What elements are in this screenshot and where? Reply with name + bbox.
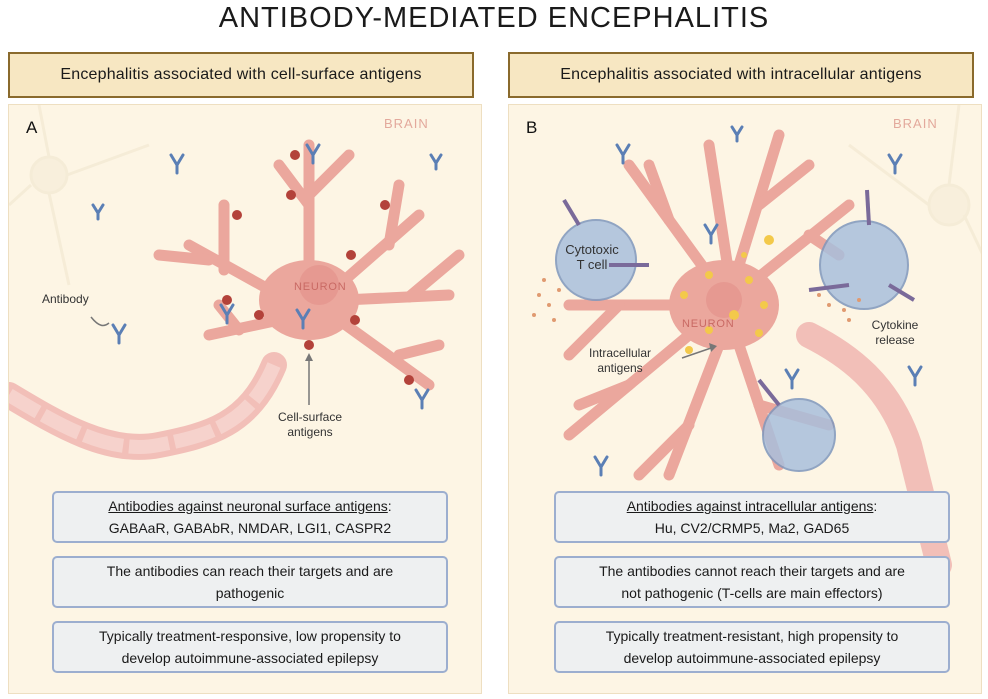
- panel-b-box2-line2: not pathogenic (T-cells are main effecto…: [621, 585, 883, 601]
- background-neuron: [848, 105, 981, 255]
- panel-b-box3-line1: Typically treatment-resistant, high prop…: [605, 628, 899, 644]
- intracellular-antigen-arrowhead: [709, 343, 717, 352]
- cytotoxic-t-cell-bottom: [762, 398, 836, 472]
- cytotoxic-t-cell-right: [819, 220, 909, 310]
- panel-a-box1-list: GABAaR, GABAbR, NMDAR, LGI1, CASPR2: [108, 520, 392, 536]
- cytotoxic-t-cell-left: [555, 219, 637, 301]
- cytokine-release-label: Cytokine release: [855, 318, 935, 348]
- panel-b-header: Encephalitis associated with intracellul…: [508, 52, 974, 98]
- panel-a-antibodies-box: Antibodies against neuronal surface anti…: [52, 491, 448, 543]
- antibodies: [593, 125, 923, 477]
- t-cell-label-line-2: T cell: [576, 257, 608, 272]
- panel-b-pathogenic-box: The antibodies cannot reach their target…: [554, 556, 950, 608]
- t-cell-receptors: [562, 189, 916, 407]
- panel-b-box1-colon: :: [873, 498, 878, 514]
- panel-b-brain-label: BRAIN: [893, 116, 938, 131]
- panel-a-header-text: Encephalitis associated with cell-surfac…: [60, 66, 422, 83]
- cell-surface-antigens: [222, 150, 414, 385]
- panel-a-box2-line1: The antibodies can reach their targets a…: [106, 563, 394, 579]
- cell-surface-antigens-label: Cell-surface antigens: [270, 410, 350, 440]
- antibody-arrow: [90, 316, 110, 327]
- panel-a-box3-line2: develop autoimmune-associated epilepsy: [121, 650, 379, 666]
- panel-a-pathogenic-box: The antibodies can reach their targets a…: [52, 556, 448, 608]
- intracellular-antigen-arrow: [681, 346, 715, 359]
- panel-b-neuron-label: NEURON: [682, 318, 735, 330]
- panel-b-box1-list: Hu, CV2/CRMP5, Ma2, GAD65: [654, 520, 850, 536]
- panel-a-illustration: [9, 105, 465, 460]
- panel-a-brain-label: BRAIN: [384, 116, 429, 131]
- t-cell-label-line-1: Cytotoxic: [565, 242, 619, 257]
- panel-a-box3-line1: Typically treatment-responsive, low prop…: [99, 628, 401, 644]
- intracellular-antigens: [680, 235, 774, 354]
- cytotoxic-t-cell-label: Cytotoxic T cell: [557, 242, 627, 272]
- panel-b-illustration: [532, 105, 981, 578]
- axon: [9, 352, 287, 460]
- figure-title: ANTIBODY-MEDIATED ENCEPHALITIS: [218, 2, 770, 34]
- intracellular-label-line-2: antigens: [597, 361, 643, 375]
- panel-b-treatment-box: Typically treatment-resistant, high prop…: [554, 621, 950, 673]
- panel-a-box2-line2: pathogenic: [215, 585, 285, 601]
- panel-a-treatment-box: Typically treatment-responsive, low prop…: [52, 621, 448, 673]
- panel-a-box1-heading: Antibodies against neuronal surface anti…: [108, 498, 388, 514]
- background-neuron: [9, 105, 150, 286]
- neuron-nucleus: [299, 265, 339, 305]
- cytokine-label-line-2: release: [875, 333, 915, 347]
- antigen-arrowhead: [305, 353, 313, 361]
- intracellular-antigens-label: Intracellular antigens: [570, 346, 670, 376]
- panel-a-box1-colon: :: [387, 498, 392, 514]
- antigen-label-line-1: Cell-surface: [277, 410, 343, 424]
- intracellular-label-line-1: Intracellular: [588, 346, 652, 360]
- panel-b-letter: B: [526, 118, 538, 137]
- panel-a-header: Encephalitis associated with cell-surfac…: [8, 52, 474, 98]
- antibodies: [91, 143, 443, 410]
- antigen-label-line-2: antigens: [287, 425, 333, 439]
- panel-b-header-text: Encephalitis associated with intracellul…: [560, 66, 922, 83]
- panel-b-box1-heading: Antibodies against intracellular antigen…: [626, 498, 874, 514]
- neuron-nucleus: [706, 282, 742, 318]
- panel-b-box2-line1: The antibodies cannot reach their target…: [599, 563, 905, 579]
- cytokine-label-line-1: Cytokine: [871, 318, 919, 332]
- panel-b-antibodies-box: Antibodies against intracellular antigen…: [554, 491, 950, 543]
- panel-a-letter: A: [26, 118, 38, 137]
- panel-b-box3-line2: develop autoimmune-associated epilepsy: [623, 650, 881, 666]
- cytokine-particles: [532, 278, 861, 322]
- panel-a-neuron-label: NEURON: [294, 281, 347, 293]
- antibody-label: Antibody: [42, 292, 89, 306]
